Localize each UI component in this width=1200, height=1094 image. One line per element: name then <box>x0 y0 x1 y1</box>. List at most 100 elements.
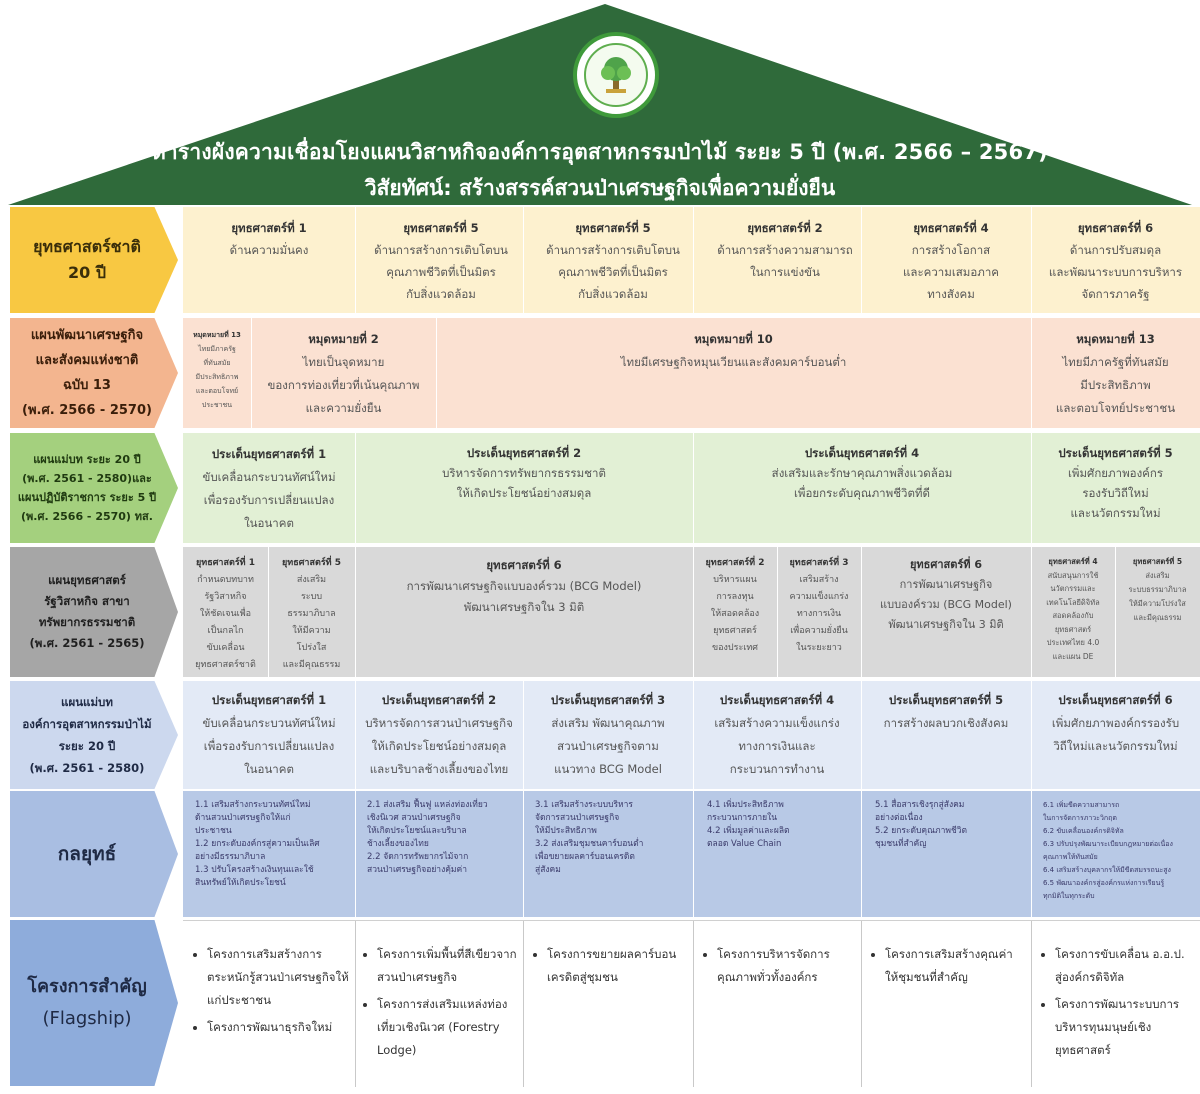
nesdp-cell: หมุดหมายที่ 2 ไทยเป็นจุดหมาย ของการท่องเ… <box>251 324 436 424</box>
cell-text: เพิ่มศักยภาพองค์กรรองรับ <box>1051 716 1180 730</box>
national-strategy-cell: ยุทธศาสตร์ที่ 4 การสร้างโอกาส และความเสม… <box>871 213 1031 309</box>
column-divider <box>1031 547 1032 677</box>
cell-text: ด้านการปรับสมดุล <box>1069 243 1162 257</box>
fio-master-plan-cell: ประเด็นยุทธศาสตร์ที่ 5 การสร้างผลบวกเชิง… <box>861 685 1031 739</box>
cell-text: เสริมสร้าง <box>799 575 839 585</box>
cell-text: ยุทธศาสตร์ชาติ <box>195 660 256 670</box>
cell-text: บริหารจัดการทรัพยากรธรรมชาติ <box>442 466 606 480</box>
cell-heading: หมุดหมายที่ 13 <box>1076 332 1155 346</box>
cell-heading: ยุทธศาสตร์ที่ 1 <box>196 558 255 568</box>
column-divider <box>1031 921 1032 1087</box>
strategy-item: อย่างต่อเนื่อง <box>875 813 923 823</box>
cell-text: ยุทธศาสตร์ <box>713 626 757 636</box>
flagship-cell: โครงการเสริมสร้างคุณค่าให้ชุมชนที่สำคัญ <box>865 939 1029 997</box>
fio-master-plan-cell: ประเด็นยุทธศาสตร์ที่ 1 ขับเคลื่อนกระบวนท… <box>183 685 355 785</box>
master-plan-cell: ประเด็นยุทธศาสตร์ที่ 2 บริหารจัดการทรัพย… <box>355 439 693 507</box>
cell-text: ด้านการสร้างการเติบโตบน <box>546 243 680 257</box>
strategy-cell: 2.1 ส่งเสริม ฟื้นฟู แหล่งท่องเที่ยว เชิง… <box>363 795 523 881</box>
cell-heading: ประเด็นยุทธศาสตร์ที่ 2 <box>381 693 497 707</box>
cell-text: มีประสิทธิภาพ <box>1080 378 1151 392</box>
cell-heading: หมุดหมายที่ 2 <box>308 332 379 346</box>
cell-text: ไทยมีภาครัฐที่ทันสมัย <box>1062 355 1169 369</box>
national-strategy-band: ยุทธศาสตร์ที่ 1 ด้านความมั่นคง ยุทธศาสตร… <box>183 207 1200 313</box>
strategy-item: ชุมชนที่สำคัญ <box>875 839 927 849</box>
column-divider <box>693 207 694 313</box>
flagship-item: โครงการเสริมสร้างคุณค่าให้ชุมชนที่สำคัญ <box>885 943 1025 989</box>
national-strategy-cell: ยุทธศาสตร์ที่ 2 ด้านการสร้างความสามารถ ใ… <box>699 213 871 287</box>
cell-heading: ประเด็นยุทธศาสตร์ที่ 2 <box>466 446 582 460</box>
cell-heading: ยุทธศาสตร์ที่ 2 <box>705 558 765 568</box>
strategy-item: ประชาชน <box>195 826 232 836</box>
cell-text: รองรับวิถีใหม่ <box>1082 486 1149 500</box>
row-label-line: (พ.ศ. 2561 - 2580) <box>29 761 145 775</box>
strategy-item: 1.3 ปรับโครงสร้างเงินทุนและใช้ <box>195 865 314 875</box>
cell-text: บริหารแผน <box>713 575 757 585</box>
strategy-item: 5.2 ยกระดับคุณภาพชีวิต <box>875 826 968 836</box>
cell-text: ในอนาคต <box>244 762 294 776</box>
column-divider <box>355 921 356 1087</box>
column-divider <box>693 433 694 543</box>
strategy-item: 2.1 ส่งเสริม ฟื้นฟู แหล่งท่องเที่ยว <box>367 800 488 810</box>
cell-text: และแผน DE <box>1052 651 1094 661</box>
cell-text: ธรรมาภิบาล <box>287 609 336 619</box>
strategy-item: 6.5 พัฒนาองค์กรสู่องค์กรแห่งการเรียนรู้ <box>1043 879 1165 887</box>
cell-text: และความยั่งยืน <box>305 401 382 415</box>
strategy-cell: 6.1 เพิ่มขีดความสามารถ ในการจัดการภาวะวิ… <box>1039 795 1200 907</box>
cell-heading: ประเด็นยุทธศาสตร์ที่ 4 <box>719 693 835 707</box>
cell-heading: ยุทธศาสตร์ที่ 5 <box>403 221 479 235</box>
cell-text: กำหนดบทบาท <box>197 575 254 585</box>
fio-master-plan-band: ประเด็นยุทธศาสตร์ที่ 1 ขับเคลื่อนกระบวนท… <box>183 681 1200 789</box>
flagship-item: โครงการพัฒนาธุรกิจใหม่ <box>207 1016 349 1039</box>
flagship-cell: โครงการขับเคลื่อน อ.อ.ป. สู่องค์กรดิจิทั… <box>1035 939 1198 1070</box>
cell-text: ของประเทศ <box>711 643 759 653</box>
row-label-line: 20 ปี <box>68 263 106 282</box>
strategy-item: คุณภาพให้ทันสมัย <box>1043 853 1098 861</box>
strategy-band: 1.1 เสริมสร้างกระบวนทัศน์ใหม่ ด้านสวนป่า… <box>183 791 1200 917</box>
cell-text: ประเทศไทย 4.0 <box>1046 638 1100 647</box>
cell-text: ของการท่องเที่ยวที่เน้นคุณภาพ <box>267 378 420 392</box>
cell-text: พัฒนาเศรษฐกิจใน 3 มิติ <box>463 600 585 614</box>
cell-text: และตอบโจทย์ประชาชน <box>1055 401 1176 415</box>
cell-text: และความเสมอภาค <box>903 265 999 279</box>
row-label-line: แผนพัฒนาเศรษฐกิจ <box>30 328 144 343</box>
strategy-item: สินทรัพย์ให้เกิดประโยชน์ <box>195 878 286 888</box>
row-label-soe-strategy: แผนยุทธศาสตร์ รัฐวิสาหกิจ สาขา ทรัพยากรธ… <box>10 547 178 677</box>
cell-heading: ยุทธศาสตร์ที่ 5 <box>575 221 651 235</box>
column-divider <box>861 921 862 1087</box>
flagship-item: โครงการเพิ่มพื้นที่สีเขียวจากสวนป่าเศรษฐ… <box>377 943 517 989</box>
cell-heading: ประเด็นยุทธศาสตร์ที่ 1 <box>211 693 327 707</box>
cell-text: ด้านการสร้างความสามารถ <box>717 243 853 257</box>
strategy-cell: 1.1 เสริมสร้างกระบวนทัศน์ใหม่ ด้านสวนป่า… <box>191 795 355 894</box>
cell-heading: ยุทธศาสตร์ที่ 4 <box>1048 557 1098 566</box>
cell-text: รัฐวิสาหกิจ <box>204 592 247 602</box>
cell-text: สนับสนุนการใช้ <box>1047 570 1099 580</box>
nesdp-cell: หมุดหมายที่ 13 ไทยมีภาครัฐที่ทันสมัย มีป… <box>1031 324 1200 424</box>
cell-heading: ประเด็นยุทธศาสตร์ที่ 3 <box>550 693 666 707</box>
row-label-line: โครงการสำคัญ <box>27 976 147 997</box>
row-label-line: (พ.ศ. 2566 - 2570) <box>22 403 152 418</box>
flagship-item: โครงการเสริมสร้างการตระหนักรู้สวนป่าเศรษ… <box>207 943 349 1012</box>
row-label-flagship: โครงการสำคัญ (Flagship) <box>10 920 178 1086</box>
cell-heading: ยุทธศาสตร์ที่ 6 <box>486 558 562 572</box>
column-divider <box>251 318 252 428</box>
cell-text: ให้มีความโปร่งใส <box>1129 599 1186 608</box>
master-plan-cell: ประเด็นยุทธศาสตร์ที่ 1 ขับเคลื่อนกระบวนท… <box>183 439 355 539</box>
cell-text: ในการแข่งขัน <box>750 265 820 279</box>
column-divider <box>1031 681 1032 789</box>
cell-heading: ประเด็นยุทธศาสตร์ที่ 5 <box>888 693 1004 707</box>
cell-text: เพื่อรองรับการเปลี่ยนแปลง <box>203 493 335 507</box>
page-title: ตารางผังความเชื่อมโยงแผนวิสาหกิจองค์การอ… <box>152 140 1048 164</box>
column-divider <box>523 681 524 789</box>
column-divider <box>861 207 862 313</box>
column-divider <box>355 791 356 917</box>
cell-text: และมีคุณธรรม <box>282 660 341 670</box>
fio-emblem-icon <box>573 32 659 118</box>
column-divider <box>861 791 862 917</box>
flagship-cell: โครงการเพิ่มพื้นที่สีเขียวจากสวนป่าเศรษฐ… <box>357 939 521 1070</box>
soe-strategy-band: ยุทธศาสตร์ที่ 1 กำหนดบทบาท รัฐวิสาหกิจ ใ… <box>183 547 1200 677</box>
flagship-item: โครงการขับเคลื่อน อ.อ.ป. สู่องค์กรดิจิทั… <box>1055 943 1194 989</box>
row-label-line: ฉบับ 13 <box>63 378 111 393</box>
row-label-line: แผนแม่บท ระยะ 20 ปี <box>33 453 141 466</box>
strategy-item: 6.3 ปรับปรุงพัฒนาระเบียบกฎหมายต่อเนื่อง <box>1043 840 1173 848</box>
soe-strategy-cell: ยุทธศาสตร์ที่ 5 ส่งเสริม ระบบธรรมาภิบาล … <box>1115 551 1200 629</box>
